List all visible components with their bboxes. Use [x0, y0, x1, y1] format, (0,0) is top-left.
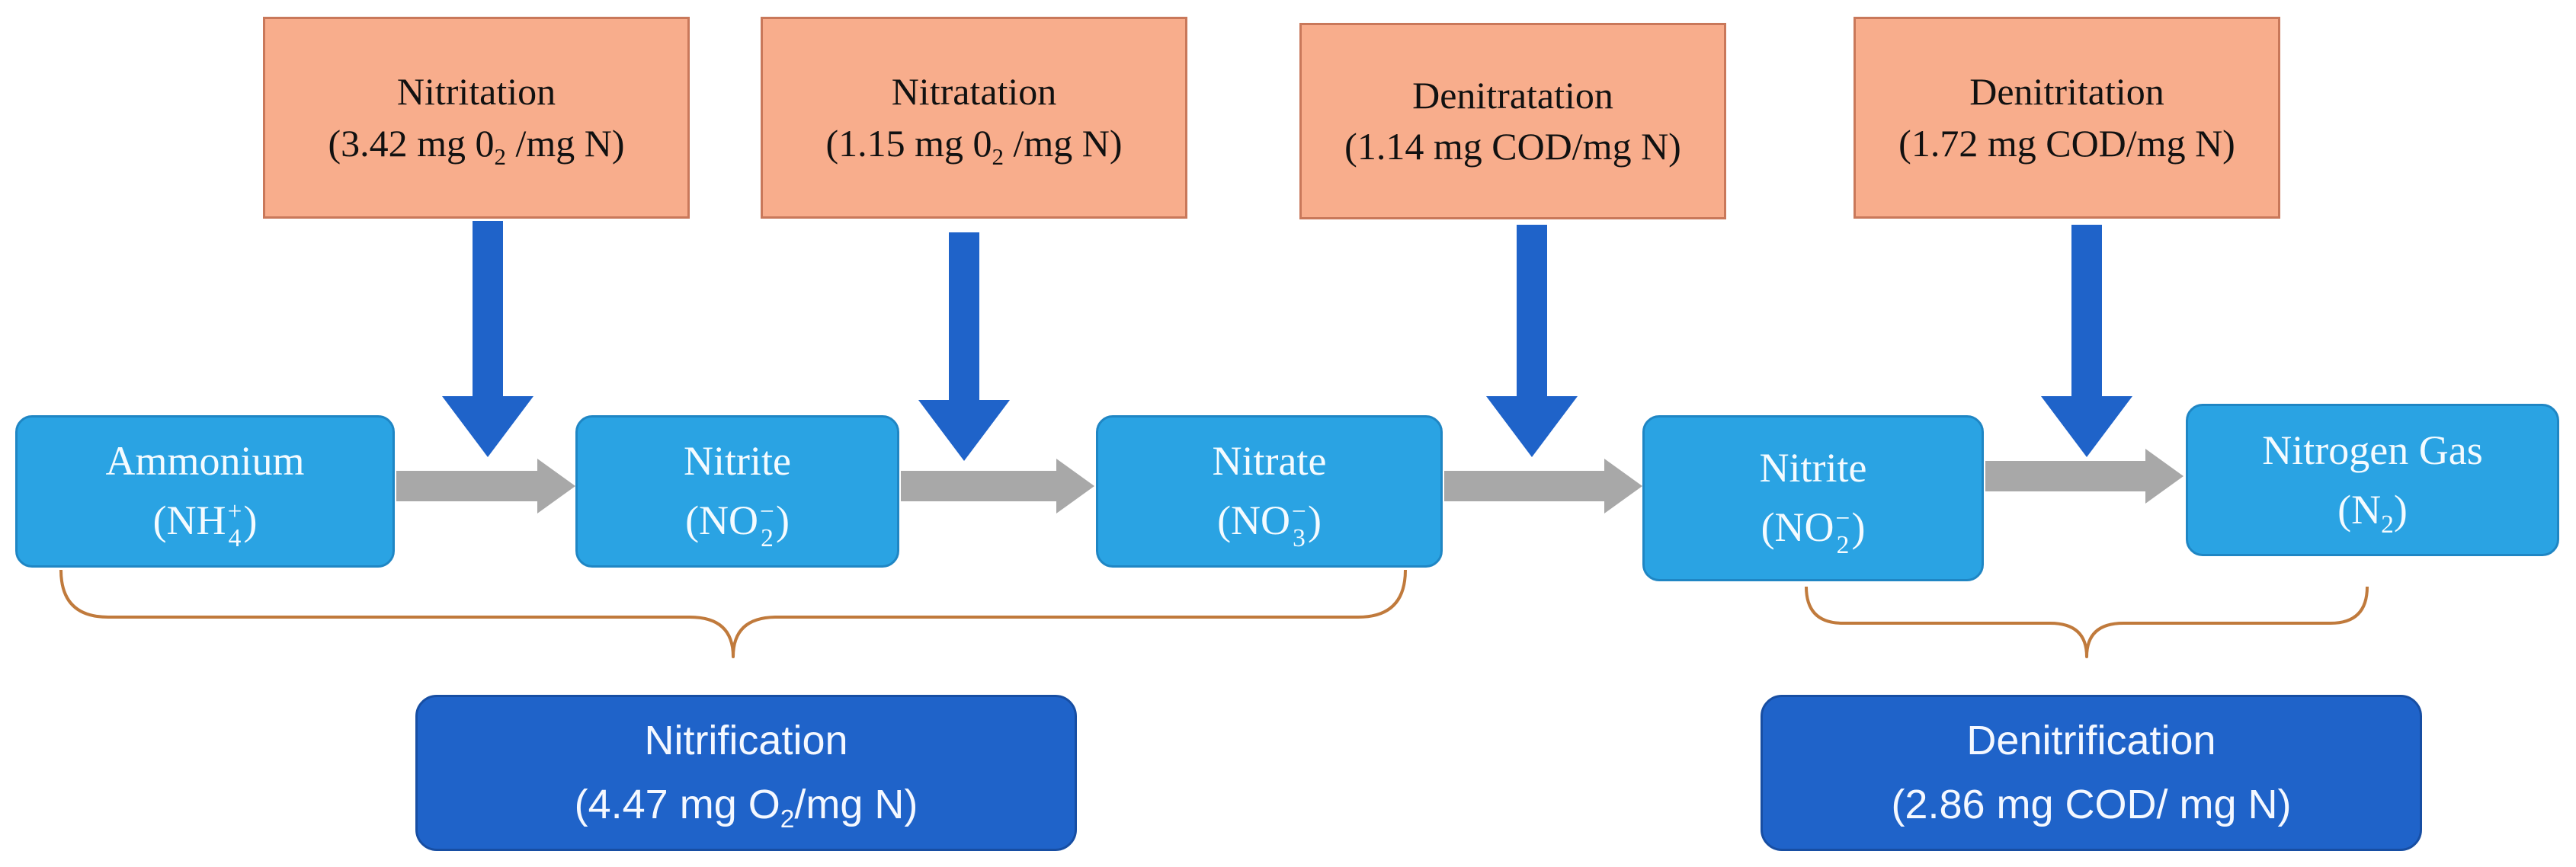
compound-box-nitrate: Nitrate (NO−3)	[1096, 415, 1443, 568]
process-value: (1.72 mg COD/mg N)	[1898, 121, 2235, 165]
compound-box-nitrogen-gas: Nitrogen Gas (N2)	[2186, 404, 2559, 556]
summary-name: Nitrification	[644, 717, 848, 763]
compound-formula: (NO−3)	[1217, 497, 1322, 552]
denitrification-bracket	[1805, 586, 2369, 658]
summary-box-nitrification: Nitrification (4.47 mg O2/mg N)	[415, 695, 1077, 851]
process-name: Denitratation	[1412, 73, 1613, 117]
flow-arrow-1	[396, 459, 575, 513]
flow-arrow-2	[901, 459, 1094, 513]
nitrification-bracket	[59, 569, 1407, 658]
process-box-denitritation: Denitritation (1.72 mg COD/mg N)	[1854, 17, 2280, 219]
compound-formula: (N2)	[2337, 487, 2408, 539]
down-arrow-denitritation	[2041, 225, 2132, 457]
process-value: (3.42 mg 02 /mg N)	[328, 121, 625, 170]
summary-box-denitrification: Denitrification (2.86 mg COD/ mg N)	[1761, 695, 2422, 851]
down-arrow-nitratation	[918, 232, 1010, 461]
process-box-nitratation: Nitratation (1.15 mg 02 /mg N)	[761, 17, 1187, 219]
compound-name: Ammonium	[105, 437, 305, 484]
summary-value: (2.86 mg COD/ mg N)	[1891, 781, 2292, 827]
compound-formula: (NO−2)	[685, 497, 790, 552]
compound-name: Nitrogen Gas	[2262, 427, 2483, 473]
compound-box-nitrite-2: Nitrite (NO−2)	[1642, 415, 1984, 581]
compound-formula: (NH+4)	[152, 497, 258, 552]
compound-name: Nitrite	[684, 437, 791, 484]
down-arrow-denitratation	[1486, 225, 1578, 457]
down-arrow-nitritation	[442, 221, 533, 457]
compound-name: Nitrite	[1759, 444, 1867, 491]
flow-arrow-3	[1444, 459, 1642, 513]
summary-value: (4.47 mg O2/mg N)	[574, 781, 918, 833]
process-name: Nitritation	[396, 70, 556, 113]
process-box-denitratation: Denitratation (1.14 mg COD/mg N)	[1299, 23, 1726, 219]
compound-box-nitrite-1: Nitrite (NO−2)	[575, 415, 899, 568]
process-name: Nitratation	[891, 70, 1057, 113]
process-value: (1.15 mg 02 /mg N)	[825, 121, 1123, 170]
process-value: (1.14 mg COD/mg N)	[1344, 125, 1681, 168]
process-name: Denitritation	[1969, 70, 2164, 113]
summary-name: Denitrification	[1966, 717, 2216, 763]
compound-formula: (NO−2)	[1761, 504, 1866, 559]
compound-name: Nitrate	[1212, 437, 1327, 484]
process-box-nitritation: Nitritation (3.42 mg 02 /mg N)	[263, 17, 690, 219]
compound-box-ammonium: Ammonium (NH+4)	[15, 415, 395, 568]
flow-arrow-4	[1985, 449, 2184, 504]
